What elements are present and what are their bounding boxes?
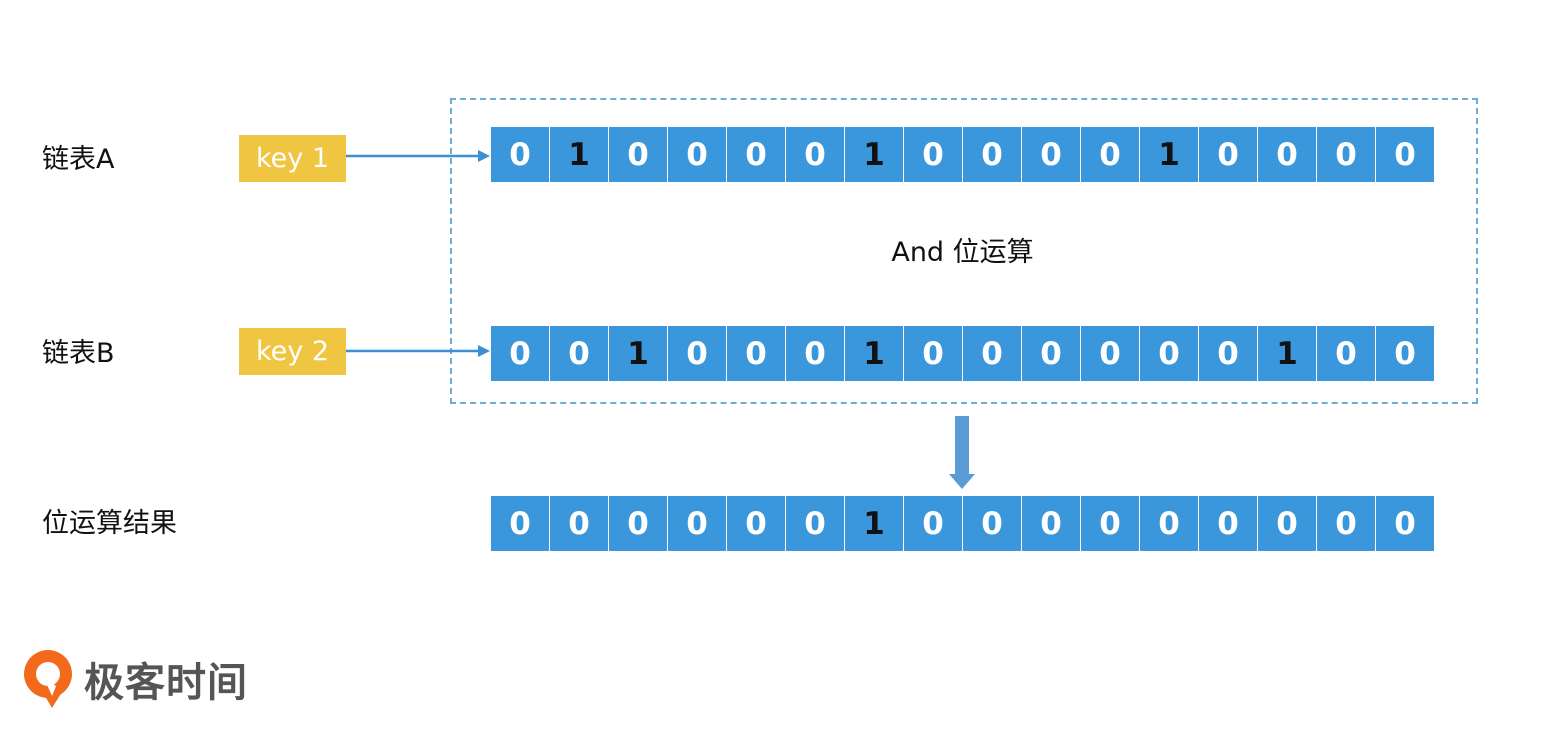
bit-cell: 0 (491, 496, 549, 551)
bit-cell: 1 (609, 326, 667, 381)
bit-cell: 1 (845, 127, 903, 182)
bit-cell: 0 (1199, 496, 1257, 551)
bit-cell: 0 (1199, 326, 1257, 381)
bit-cell: 0 (668, 326, 726, 381)
key-1-box: key 1 (239, 135, 346, 182)
and-operation-region (450, 98, 1478, 404)
geektime-logo: 极客时间 (22, 648, 248, 710)
bit-cell: 0 (904, 127, 962, 182)
bit-cell: 0 (1376, 127, 1434, 182)
key-2-box: key 2 (239, 328, 346, 375)
bit-cell: 0 (550, 496, 608, 551)
bit-cell: 0 (1140, 326, 1198, 381)
result-label: 位运算结果 (42, 508, 177, 539)
bit-cell: 0 (904, 496, 962, 551)
bit-cell: 0 (491, 326, 549, 381)
bit-cell: 0 (668, 127, 726, 182)
bit-cell: 1 (845, 326, 903, 381)
key-2-arrow-icon (346, 345, 490, 357)
bit-cell: 0 (1317, 496, 1375, 551)
bit-cell: 0 (1081, 127, 1139, 182)
bit-cell: 0 (1022, 127, 1080, 182)
bit-cell: 0 (1317, 326, 1375, 381)
bit-cell: 0 (963, 326, 1021, 381)
bit-cell: 0 (1081, 326, 1139, 381)
geektime-logo-icon (24, 650, 72, 708)
bit-cell: 0 (727, 127, 785, 182)
list-a-label: 链表A (42, 144, 115, 175)
bit-cell: 0 (491, 127, 549, 182)
logo-text: 极客时间 (84, 660, 248, 706)
bit-cell: 0 (904, 326, 962, 381)
bit-cell: 0 (550, 326, 608, 381)
bit-cell: 0 (1376, 326, 1434, 381)
bit-cell: 1 (1140, 127, 1198, 182)
bit-cell: 1 (845, 496, 903, 551)
bit-cell: 0 (1081, 496, 1139, 551)
bit-cell: 0 (1022, 496, 1080, 551)
bit-cell: 0 (1258, 127, 1316, 182)
bit-cell: 0 (786, 496, 844, 551)
bit-cell: 0 (1317, 127, 1375, 182)
bit-cell: 0 (963, 127, 1021, 182)
down-arrow-icon (949, 416, 975, 489)
bit-cell: 0 (609, 496, 667, 551)
bit-cell: 1 (1258, 326, 1316, 381)
bit-cell: 0 (668, 496, 726, 551)
and-operation-label: And 位运算 (891, 237, 1034, 268)
bit-cell: 0 (1199, 127, 1257, 182)
bit-cell: 0 (786, 326, 844, 381)
bit-cell: 0 (1258, 496, 1316, 551)
bit-cell: 0 (1376, 496, 1434, 551)
bit-cell: 0 (1140, 496, 1198, 551)
bit-cell: 0 (609, 127, 667, 182)
bit-cell: 0 (963, 496, 1021, 551)
bit-cell: 0 (1022, 326, 1080, 381)
bit-cell: 1 (550, 127, 608, 182)
key-1-arrow-icon (346, 150, 490, 162)
bit-cell: 0 (727, 326, 785, 381)
bit-cell: 0 (786, 127, 844, 182)
list-b-label: 链表B (42, 338, 115, 369)
bit-cell: 0 (727, 496, 785, 551)
